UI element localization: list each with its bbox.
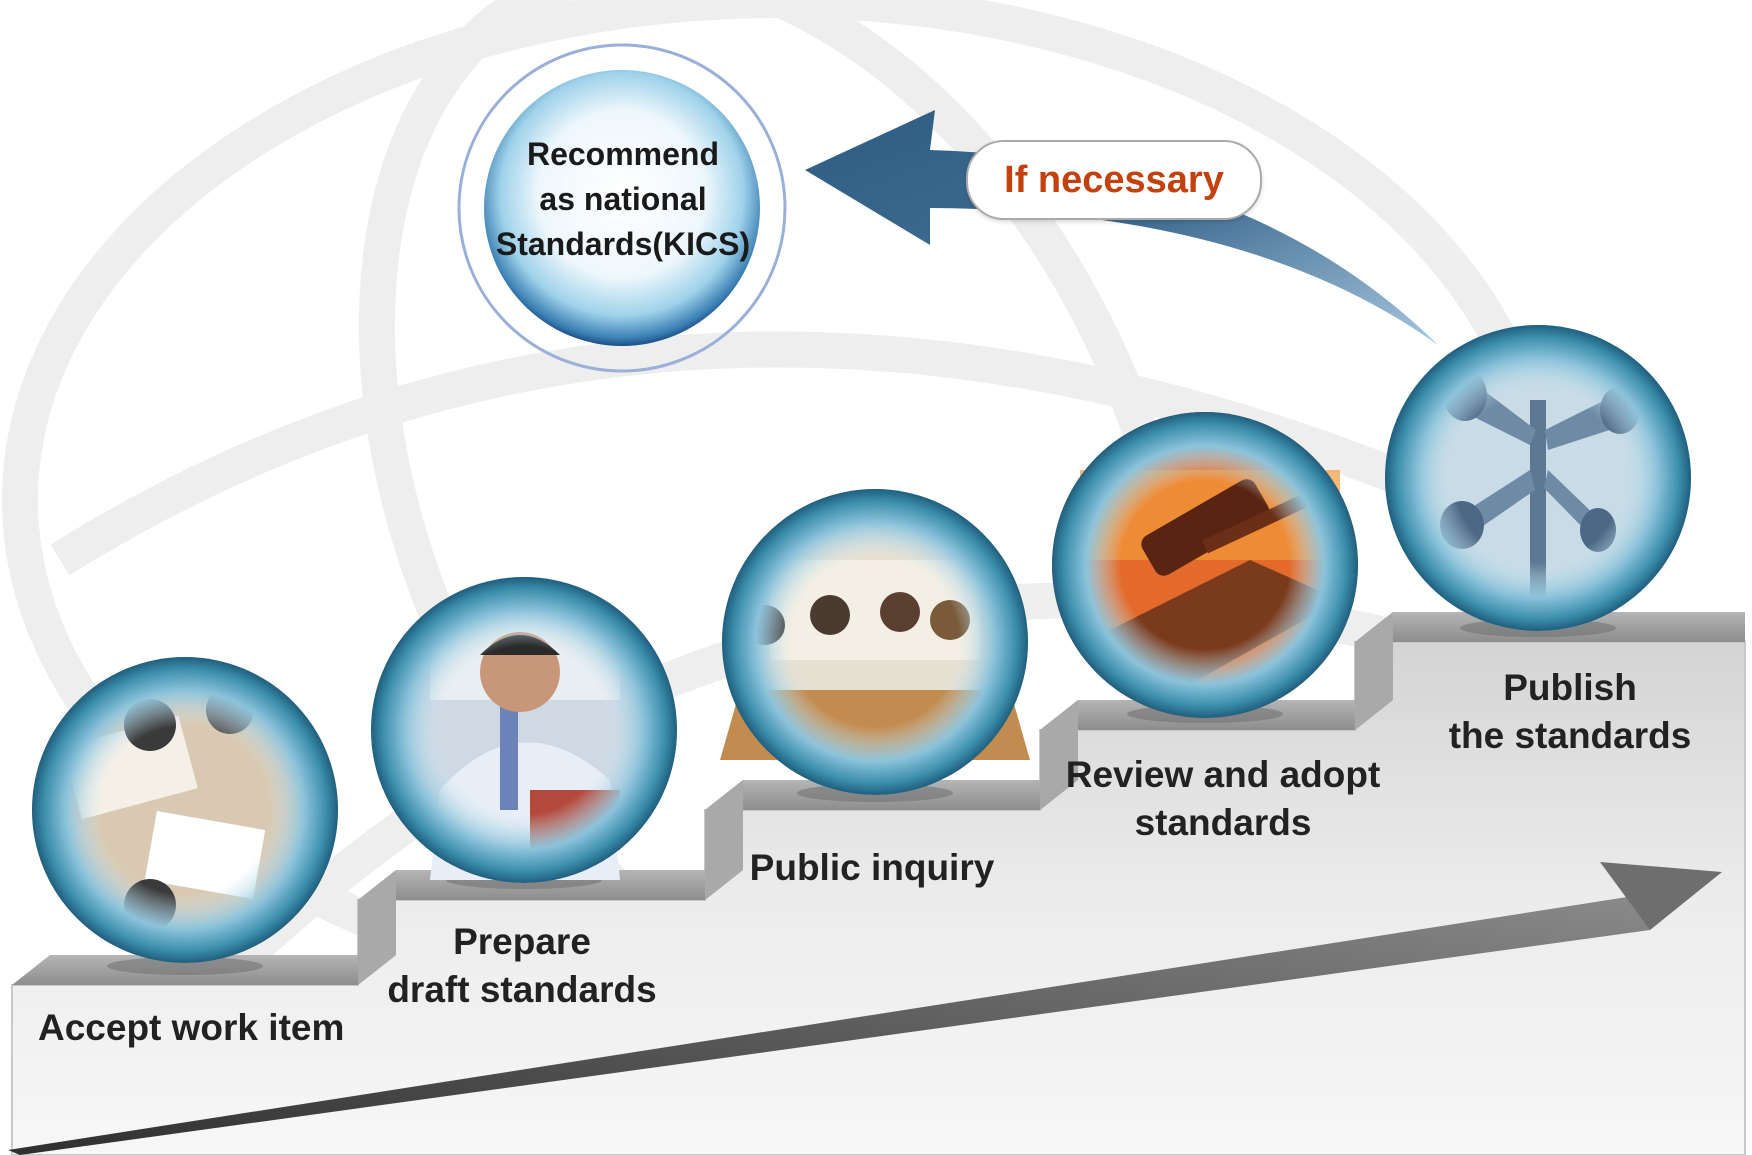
step-sphere xyxy=(720,489,1030,795)
step-sphere xyxy=(371,577,677,883)
recommend-bubble xyxy=(457,43,787,373)
step-label-line: the standards xyxy=(1448,715,1692,756)
recommend-line: Standards(KICS) xyxy=(495,226,751,262)
step-label-prepare: Prepare draft standards xyxy=(372,918,672,1014)
if-necessary-label: If necessary xyxy=(1004,158,1224,201)
step-label-review: Review and adopt standards xyxy=(1063,751,1383,847)
recommend-line: Recommend xyxy=(526,136,720,172)
recommend-text: Recommend as national Standards(KICS) xyxy=(488,132,758,267)
step-label-line: Prepare xyxy=(453,921,591,962)
step-label-line: Review and adopt xyxy=(1065,754,1381,795)
step-label-line: Public inquiry xyxy=(749,847,995,888)
step-sphere xyxy=(32,657,338,963)
step-label-line: draft standards xyxy=(387,969,657,1010)
step-label-line: Publish xyxy=(1503,667,1637,708)
feedback-arrow xyxy=(805,110,1438,345)
step-sphere xyxy=(1052,412,1358,718)
step-label-inquiry: Public inquiry xyxy=(722,844,1022,892)
recommend-line: as national xyxy=(539,181,707,217)
step-label-line: Accept work item xyxy=(38,1007,345,1048)
progress-arrow xyxy=(8,862,1722,1155)
if-necessary-badge: If necessary xyxy=(966,140,1262,220)
step-sphere xyxy=(1385,325,1691,631)
step-label-accept: Accept work item xyxy=(38,1004,345,1052)
step-label-publish: Publish the standards xyxy=(1410,664,1730,760)
step-label-line: standards xyxy=(1134,802,1312,843)
